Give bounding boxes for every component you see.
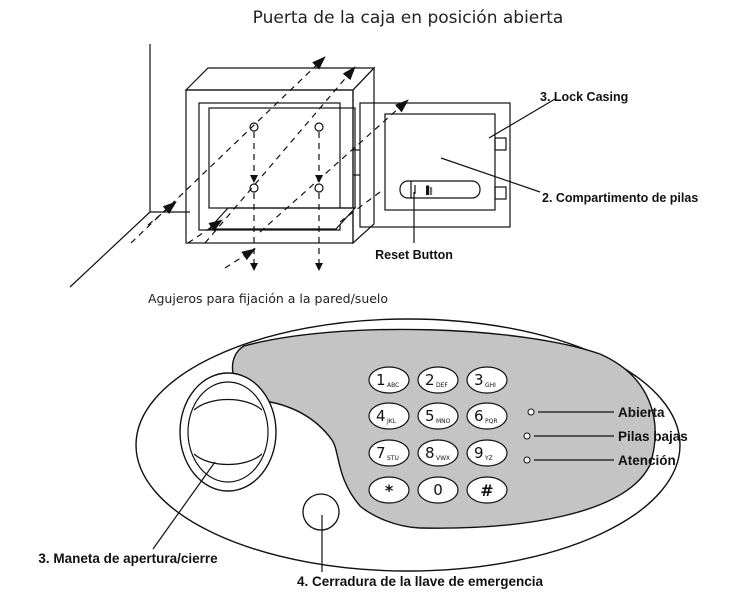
emergency-lock-label: 4. Cerradura de la llave de emergencia [297, 574, 544, 589]
svg-text:GHI: GHI [485, 382, 496, 389]
diagram-title: Puerta de la caja en posición abierta [253, 8, 564, 28]
svg-text:8: 8 [425, 444, 435, 462]
lock-casing-label: 3. Lock Casing [540, 90, 628, 104]
battery-compartment: ▐‖ [399, 180, 481, 199]
keypad: 1 ABC 2 DEF 3 GHI 4 JKL 5 MNO 6 PQR [368, 366, 508, 504]
key-5[interactable]: 5 MNO [417, 402, 459, 430]
svg-text:2: 2 [425, 371, 435, 389]
svg-text:9: 9 [474, 444, 484, 462]
mounting-arrows [130, 56, 409, 271]
key-3[interactable]: 3 GHI [466, 366, 508, 394]
key-star[interactable]: * [368, 476, 410, 504]
key-hash[interactable]: # [466, 476, 508, 504]
svg-text:0: 0 [433, 481, 443, 499]
svg-text:5: 5 [425, 407, 435, 425]
mounting-holes [249, 122, 324, 193]
svg-text:DEF: DEF [436, 382, 448, 389]
led-warning-label: Atención [618, 453, 676, 468]
key-8[interactable]: 8 VWX [417, 439, 459, 467]
svg-text:7: 7 [376, 444, 386, 462]
key-7[interactable]: 7 STU [368, 439, 410, 467]
svg-text:4: 4 [376, 407, 386, 425]
safe-body [184, 66, 376, 245]
svg-text:VWX: VWX [436, 455, 450, 462]
led-open-label: Abierta [618, 405, 665, 420]
key-1[interactable]: 1 ABC [368, 366, 410, 394]
svg-text:#: # [480, 481, 493, 500]
handle-label: 3. Maneta de apertura/cierre [38, 551, 218, 566]
svg-text:*: * [385, 481, 394, 500]
svg-text:YZ: YZ [484, 455, 493, 462]
svg-text:ABC: ABC [387, 382, 399, 389]
svg-text:MNO: MNO [436, 418, 451, 425]
led-open-icon [527, 408, 535, 416]
emergency-key-lock [302, 493, 340, 531]
battery-compartment-label: 2. Compartimento de pilas [542, 191, 698, 205]
svg-text:6: 6 [474, 407, 484, 425]
mounting-holes-caption: Agujeros para fijación a la pared/suelo [148, 291, 388, 306]
wall-corner [69, 44, 190, 288]
led-low-battery-label: Pilas bajas [618, 429, 688, 444]
svg-text:STU: STU [387, 455, 399, 462]
reset-button-label: Reset Button [375, 248, 453, 262]
indicator-leds: Abierta Pilas bajas Atención [523, 405, 688, 468]
key-0[interactable]: 0 [417, 476, 459, 504]
handle [179, 372, 277, 492]
key-6[interactable]: 6 PQR [466, 402, 508, 430]
svg-text:1: 1 [376, 371, 386, 389]
svg-text:PQR: PQR [485, 418, 498, 425]
svg-text:▐‖: ▐‖ [423, 185, 433, 195]
safe-door [359, 102, 511, 228]
key-2[interactable]: 2 DEF [417, 366, 459, 394]
svg-text:JKL: JKL [386, 418, 397, 425]
led-low-battery-icon [523, 432, 531, 440]
led-warning-icon [523, 456, 531, 464]
svg-text:3: 3 [474, 371, 484, 389]
key-4[interactable]: 4 JKL [368, 402, 410, 430]
key-9[interactable]: 9 YZ [466, 439, 508, 467]
